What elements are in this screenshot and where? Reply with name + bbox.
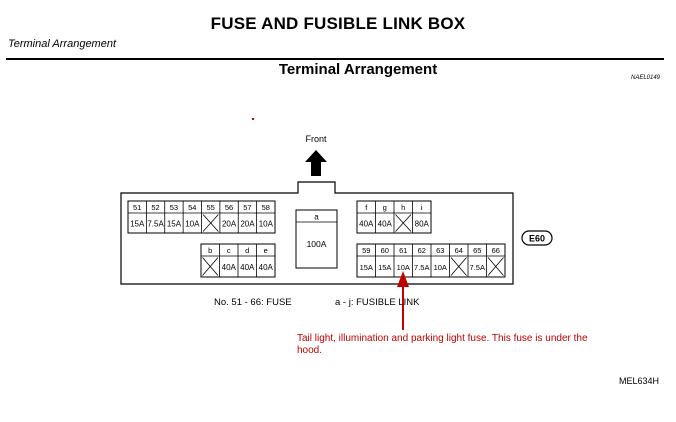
fuse-label: 60 — [381, 246, 389, 255]
fuse-label: 66 — [492, 246, 500, 255]
link-rating: 40A — [222, 263, 237, 272]
link-row-b-e: b c 40A d 40A e 40A — [200, 243, 276, 278]
link-rating: 40A — [378, 220, 393, 229]
fuse-row-59-66: 59 15A 60 15A 61 10A 62 7.5A 63 10A 64 65 7.5A 66 — [356, 243, 506, 278]
page-title: FUSE AND FUSIBLE LINK BOX — [210, 14, 466, 33]
link-label: i — [421, 203, 423, 212]
fuse-label: 61 — [399, 246, 407, 255]
fuse-label: 52 — [151, 203, 159, 212]
fuse-label: 63 — [436, 246, 444, 255]
fusible-link-a: a 100A — [295, 209, 338, 269]
empty-slot-cross — [395, 214, 412, 232]
annotation-note: Tail light, illumination and parking lig… — [297, 333, 588, 356]
link-label: c — [227, 246, 231, 255]
fuse-label: 55 — [207, 203, 215, 212]
link-a-outline — [295, 209, 338, 269]
connector-tag: E60 — [521, 230, 553, 246]
empty-slot-cross — [202, 257, 219, 276]
fuse-row-51-58: 51 15A 52 7.5A 53 15A 54 10A 55 56 20A 57 20A 58 10A — [127, 200, 276, 234]
legend-fusible-link: a - j: FUSIBLE LINK — [335, 297, 420, 308]
fuse-rating: 20A — [240, 220, 255, 229]
empty-slot-cross — [202, 214, 219, 232]
fuse-rating: 7.5A — [414, 263, 429, 272]
link-label: b — [208, 246, 212, 255]
front-label: Front — [305, 134, 327, 144]
link-letter: a — [314, 213, 319, 222]
legend-fuse: No. 51 - 66: FUSE — [214, 297, 292, 308]
connector-id: E60 — [529, 234, 545, 244]
fuse-rating: 20A — [222, 220, 237, 229]
fuse-label: 57 — [243, 203, 251, 212]
link-row-f-i: f 40A g 40A h i 80A — [356, 200, 432, 234]
link-label: f — [365, 203, 368, 212]
fuse-label: 64 — [455, 246, 463, 255]
link-label: h — [401, 203, 405, 212]
link-label: g — [383, 203, 387, 212]
header-divider — [6, 58, 664, 60]
stray-mark — [252, 118, 254, 120]
link-rating: 40A — [359, 220, 374, 229]
link-label: e — [264, 246, 268, 255]
fuse-label: 59 — [362, 246, 370, 255]
fuse-label: 56 — [225, 203, 233, 212]
link-label: d — [245, 246, 249, 255]
fuse-rating: 10A — [397, 263, 410, 272]
section-label: Terminal Arrangement — [8, 38, 117, 50]
fuse-rating: 10A — [259, 220, 274, 229]
link-rating: 40A — [259, 263, 274, 272]
empty-slot-cross — [487, 257, 504, 276]
front-arrow-icon — [305, 150, 327, 176]
annotation-arrow-head — [397, 271, 409, 287]
fuse-label: 51 — [133, 203, 141, 212]
fuse-rating: 15A — [167, 220, 182, 229]
reference-code: NAEL0149 — [631, 75, 661, 81]
empty-slot-cross — [450, 257, 467, 276]
fuse-rating: 7.5A — [470, 263, 485, 272]
diagram-subtitle: Terminal Arrangement — [278, 61, 438, 78]
fuse-label: 54 — [188, 203, 196, 212]
fuse-rating: 10A — [434, 263, 447, 272]
fuse-label: 58 — [262, 203, 270, 212]
fuse-rating: 7.5A — [147, 220, 164, 229]
fuse-box-outline — [120, 181, 514, 285]
link-rating: 80A — [415, 220, 430, 229]
fuse-rating: 15A — [360, 263, 373, 272]
fuse-rating: 15A — [378, 263, 391, 272]
link-rating: 40A — [240, 263, 255, 272]
fuse-label: 62 — [418, 246, 426, 255]
diagram-code: MEL634H — [619, 376, 660, 386]
connector-tag-outline — [521, 230, 553, 246]
fuse-label: 53 — [170, 203, 178, 212]
fuse-rating: 10A — [185, 220, 200, 229]
fuse-rating: 15A — [130, 220, 145, 229]
link-rating: 100A — [307, 239, 327, 249]
annotation-arrow — [397, 271, 409, 330]
fuse-label: 65 — [473, 246, 481, 255]
